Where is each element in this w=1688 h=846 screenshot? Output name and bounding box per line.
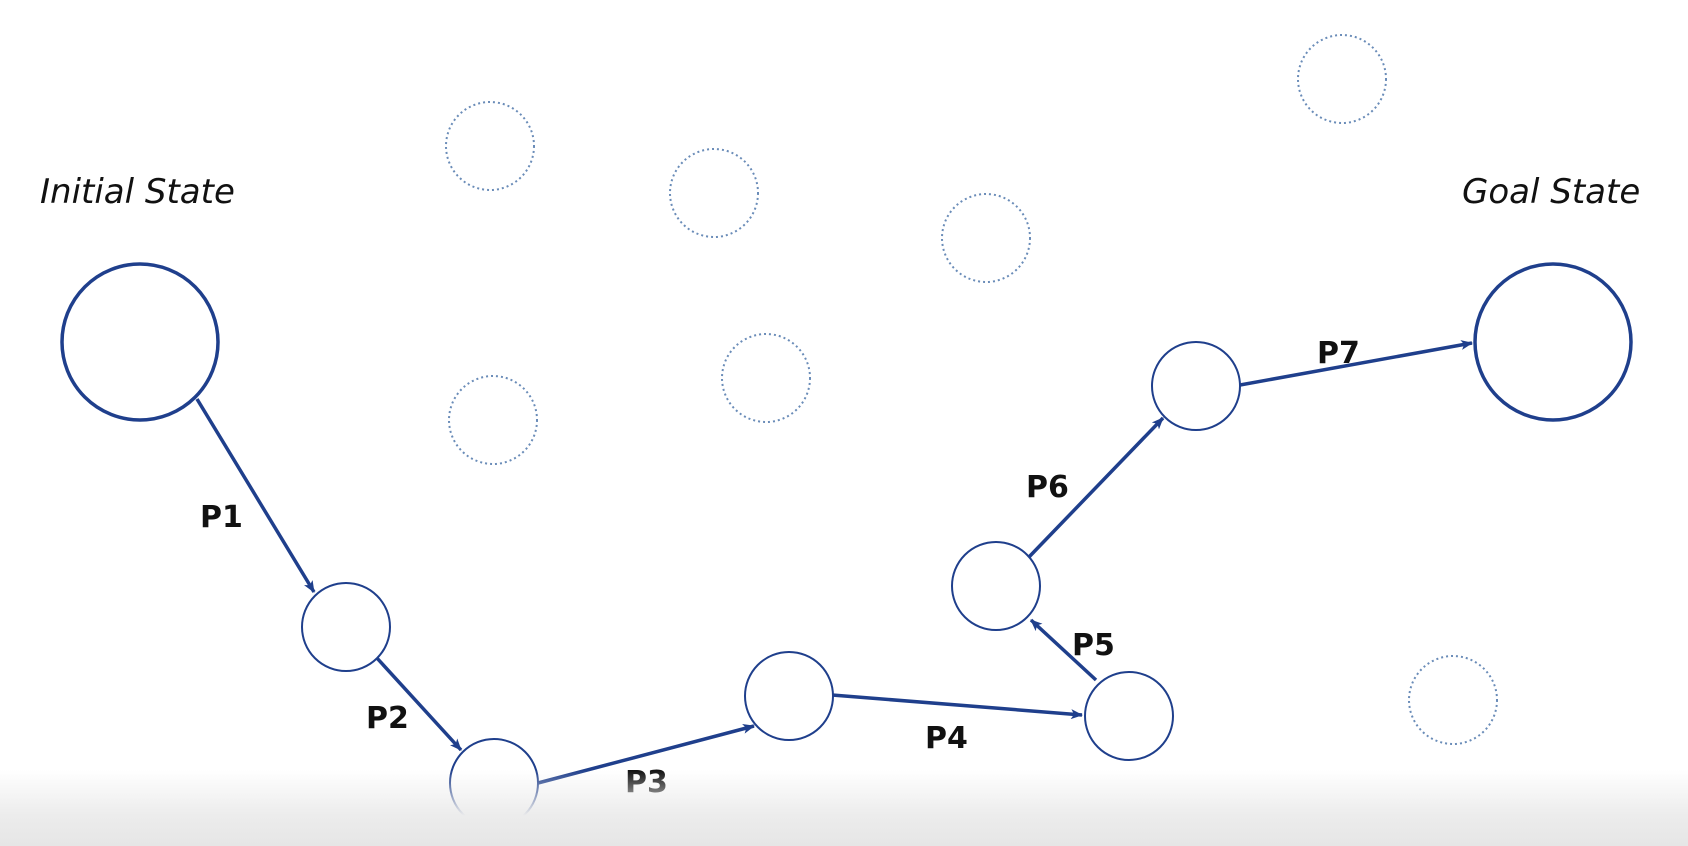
edge-p2-arrow: [374, 655, 463, 752]
unexplored-state: [1408, 655, 1498, 745]
edge-p5-arrow: [1029, 618, 1098, 682]
edge-p2-label: P2: [366, 701, 409, 736]
path-state: [951, 541, 1041, 631]
visited-states: [301, 341, 1241, 828]
unexplored-state: [448, 375, 538, 465]
unexplored-state: [941, 193, 1031, 283]
edge-p6-arrow: [1027, 416, 1165, 559]
edge-p4-label: P4: [925, 721, 968, 756]
edge-p1-label: P1: [200, 500, 243, 535]
edge-p1-arrow: [195, 398, 316, 593]
unexplored-state: [445, 101, 535, 191]
path-state: [744, 651, 834, 741]
edge-p4-arrow: [831, 693, 1083, 720]
path-state: [1084, 671, 1174, 761]
edge-p7-arrow: [1239, 340, 1473, 387]
initial-state-node: [60, 262, 220, 422]
unexplored-states: [445, 34, 1498, 745]
unexplored-state: [1297, 34, 1387, 124]
bottom-shade: [0, 770, 1688, 846]
unexplored-state: [669, 148, 759, 238]
path-state: [1151, 341, 1241, 431]
edge-p7-label: P7: [1317, 336, 1360, 371]
goal-state-node: [1473, 262, 1633, 422]
unexplored-state: [721, 333, 811, 423]
goal-state-label: Goal State: [1462, 172, 1640, 212]
edge-p6-label: P6: [1026, 470, 1069, 505]
initial-state-label: Initial State: [40, 172, 235, 212]
edge-p5-label: P5: [1072, 628, 1115, 663]
path-state: [301, 582, 391, 672]
